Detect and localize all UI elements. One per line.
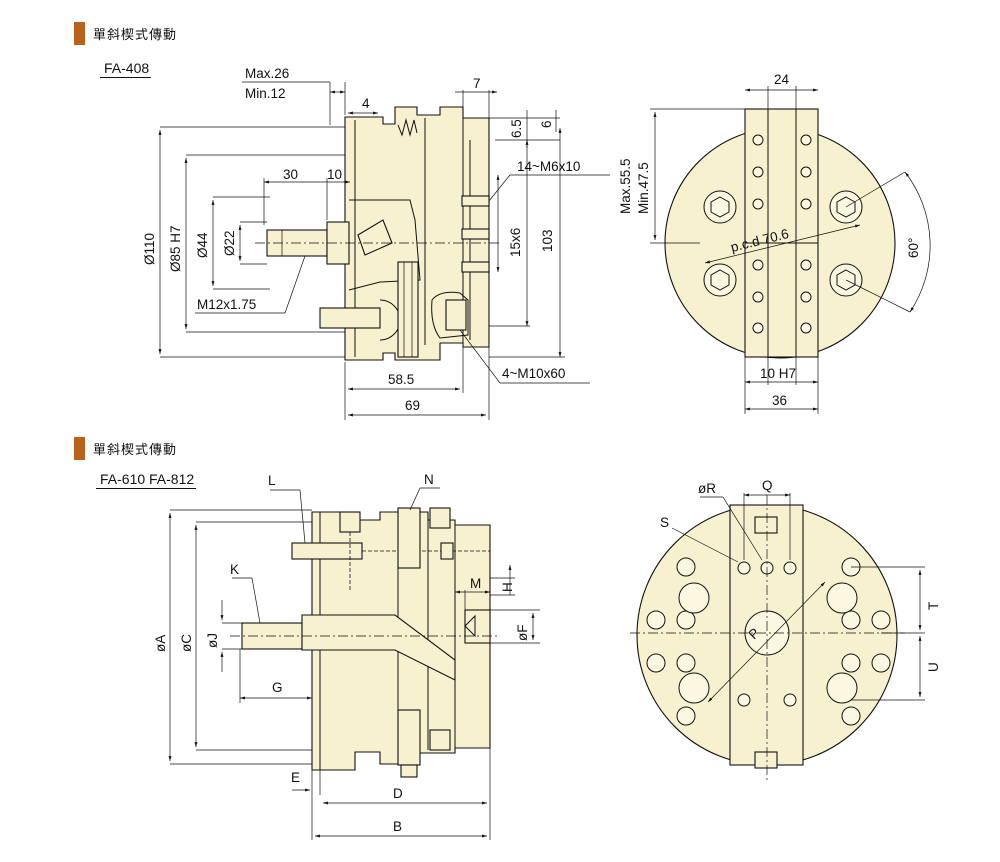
label-m: M bbox=[470, 576, 481, 591]
label-s: S bbox=[660, 515, 669, 530]
label-g: G bbox=[272, 680, 283, 695]
label-u: U bbox=[926, 662, 941, 672]
dim-58-5: 58.5 bbox=[388, 372, 414, 387]
label-f: øF bbox=[515, 625, 530, 642]
section2-header: 單斜楔式傳動 bbox=[74, 437, 177, 460]
dim-7: 7 bbox=[473, 76, 481, 91]
label-j: øJ bbox=[205, 633, 220, 648]
dim-m12: M12x1.75 bbox=[197, 297, 256, 312]
section2-title: 單斜楔式傳動 bbox=[93, 442, 178, 457]
dim-d44: Ø44 bbox=[195, 232, 210, 258]
dim-d22: Ø22 bbox=[222, 230, 237, 256]
dim-30: 30 bbox=[283, 167, 298, 182]
dim-min12: Min.12 bbox=[245, 86, 286, 101]
dim-d85: Ø85 H7 bbox=[168, 225, 183, 272]
label-t: T bbox=[926, 602, 941, 610]
dim-6: 6 bbox=[539, 120, 554, 128]
dim-tap14: 14~M6x10 bbox=[517, 159, 580, 174]
section-marker bbox=[74, 22, 85, 45]
fa610-front-view: P bbox=[630, 495, 905, 780]
dim-69: 69 bbox=[405, 398, 420, 413]
fa408-front-dimensions: 24 Max.55.5 Min.47.5 10 H7 36 bbox=[618, 72, 819, 414]
mounting-bolts bbox=[646, 557, 891, 726]
fa408-front-view: p.c.d 70.6 60° bbox=[664, 108, 931, 359]
section2-model: FA-610 FA-812 bbox=[96, 471, 197, 489]
label-c: øC bbox=[179, 634, 194, 652]
label-h: H bbox=[500, 582, 515, 592]
label-k: K bbox=[230, 562, 239, 577]
dim-103: 103 bbox=[540, 229, 555, 252]
label-n: N bbox=[424, 472, 434, 487]
fa610-side-dimensions: øA øC øJ L N K G M H øF E D B bbox=[153, 472, 540, 840]
dim-24: 24 bbox=[774, 72, 790, 87]
label-q: Q bbox=[762, 478, 773, 493]
dim-min47: Min.47.5 bbox=[636, 162, 651, 214]
label-l: L bbox=[268, 473, 276, 488]
label-a: øA bbox=[153, 635, 168, 652]
label-b: B bbox=[393, 819, 402, 834]
section-marker bbox=[74, 437, 85, 460]
dim-tap4: 4~M10x60 bbox=[502, 366, 565, 381]
fa610-side-view bbox=[230, 507, 500, 778]
dim-6-5: 6.5 bbox=[509, 119, 524, 138]
section1-header: 單斜楔式傳動 bbox=[74, 22, 177, 45]
dim-d110: Ø110 bbox=[142, 233, 157, 265]
fa408-side-view bbox=[255, 106, 500, 361]
label-r: øR bbox=[698, 481, 716, 496]
jaw-holes bbox=[752, 134, 812, 334]
section1-model: FA-408 bbox=[100, 60, 152, 78]
label-e: E bbox=[291, 770, 300, 785]
dim-max26: Max.26 bbox=[245, 66, 289, 81]
dim-36: 36 bbox=[772, 393, 787, 408]
dim-max55: Max.55.5 bbox=[618, 158, 633, 214]
fa610-front-dimensions: øR Q S T U bbox=[660, 478, 941, 701]
label-d: D bbox=[393, 786, 403, 801]
dim-60deg: 60° bbox=[906, 238, 921, 258]
dim-10h7: 10 H7 bbox=[760, 366, 796, 381]
fa408-side-dimensions: Max.26 Min.12 4 7 6.5 6 30 10 14~M6x10 Ø… bbox=[142, 66, 610, 420]
dim-10: 10 bbox=[327, 167, 342, 182]
section1-title: 單斜楔式傳動 bbox=[93, 27, 178, 42]
dim-15x6: 15x6 bbox=[508, 228, 523, 257]
dim-4: 4 bbox=[362, 96, 370, 111]
